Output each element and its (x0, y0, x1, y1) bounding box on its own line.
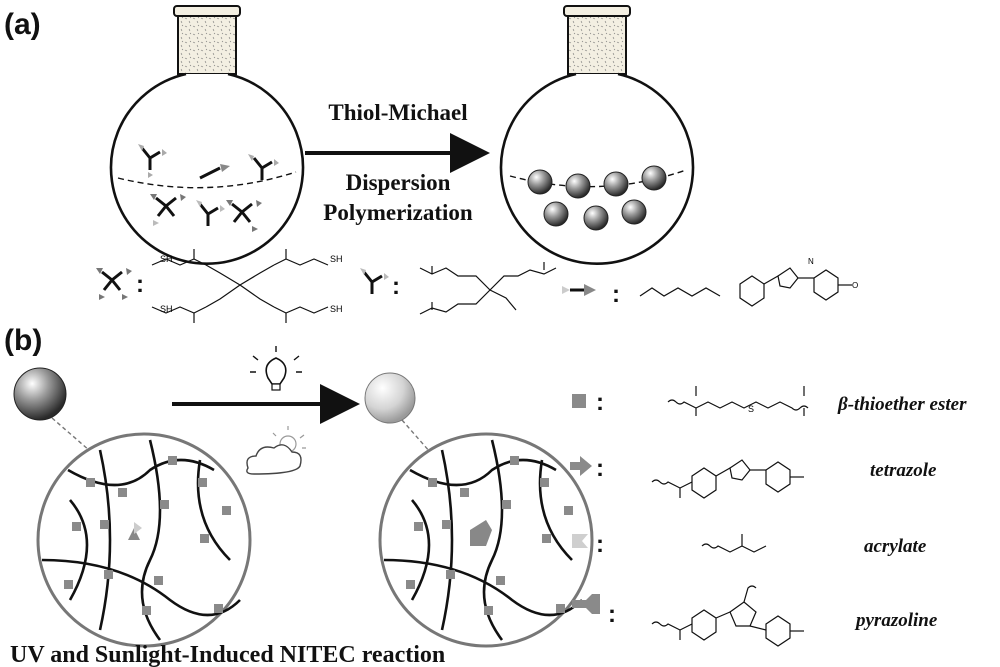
legend-colon-2: : (596, 455, 604, 482)
monomer-mixture (138, 144, 279, 232)
arrow-label-bottom-2: Polymerization (323, 200, 473, 225)
atom-sh-3: SH (160, 304, 173, 314)
legend-acrylate-marker (572, 534, 588, 548)
microspheres (527, 165, 667, 231)
tetrathiol-glyph (96, 268, 132, 300)
legend-b: : S β-thioether ester : tetrazole : acry (570, 386, 967, 647)
flask-right (499, 5, 695, 265)
sphere-before (13, 367, 67, 421)
legend-tetrazole-marker (570, 456, 592, 476)
legend-name-3: acrylate (864, 536, 927, 557)
sphere-after (364, 372, 416, 424)
sun-cloud-icon (246, 426, 306, 475)
legend-name-1: β-thioether ester (837, 394, 967, 415)
caption-b: UV and Sunlight-Induced NITEC reaction (10, 642, 445, 667)
lightbulb-icon (250, 346, 302, 391)
legend-pyrazoline-marker (572, 594, 600, 614)
flask-left (109, 5, 305, 265)
atom-sh-2: SH (330, 254, 343, 264)
pyrazoline-structure (651, 585, 804, 647)
arrow-label-bottom-1: Dispersion (346, 170, 451, 195)
panel-b-label: (b) (4, 324, 42, 357)
legend-colon-1: : (596, 389, 604, 416)
colon-1: : (136, 271, 144, 298)
colon-3: : (612, 281, 620, 308)
triacrylate-structure (419, 262, 557, 315)
acrylate-structure (701, 534, 767, 553)
atom-o-a: O (852, 281, 858, 290)
triacrylate-glyph (360, 268, 389, 294)
atom-n-a: N (808, 257, 814, 266)
legend-colon-3: : (596, 531, 604, 558)
legend-thioether-marker (572, 394, 586, 408)
legend-colon-4: : (608, 601, 616, 628)
network-before (36, 432, 252, 648)
atom-sh-1: SH (160, 254, 173, 264)
arrow-label-top: Thiol-Michael (328, 100, 467, 125)
atom-sh-4: SH (330, 304, 343, 314)
tetrazole-monomer-structure (639, 267, 852, 307)
legend-name-2: tetrazole (870, 460, 937, 481)
monomer-legend: : SH SH SH SH : : (96, 249, 858, 323)
tetrazole-monomer-glyph (562, 284, 596, 296)
atom-s: S (748, 404, 754, 414)
network-after (378, 432, 594, 648)
panel-a-label: (a) (4, 8, 41, 41)
legend-name-4: pyrazoline (854, 610, 938, 631)
tetrathiol-structure (151, 249, 329, 323)
colon-2: : (392, 273, 400, 300)
thioether-structure (667, 386, 809, 416)
tetrazole-structure (651, 459, 804, 499)
